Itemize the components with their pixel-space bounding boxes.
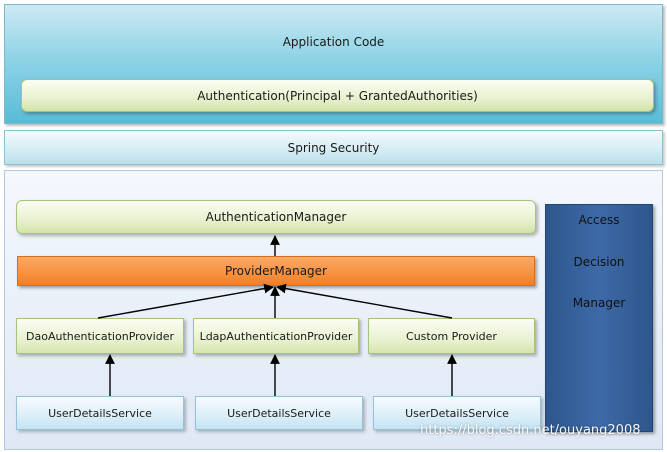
application-code-label: Application Code [282, 35, 385, 49]
arrow-dao-provider-to-provider-manager [97, 283, 274, 319]
access-decision-manager-line1: Access [578, 213, 620, 227]
dao-authentication-provider-box: DaoAuthenticationProvider [16, 318, 184, 354]
authentication-box: Authentication(Principal + GrantedAuthor… [21, 79, 654, 112]
access-decision-manager-box: Access Decision Manager [545, 204, 653, 432]
user-details-service-box-dao: UserDetailsService [16, 396, 184, 430]
spring-security-layer: Spring Security [4, 130, 663, 165]
user-details-service-box-ldap: UserDetailsService [195, 396, 363, 430]
spring-security-label: Spring Security [287, 140, 380, 155]
user-details-service-box-custom: UserDetailsService [373, 396, 541, 430]
arrow-custom-provider-to-provider-manager [276, 283, 453, 319]
access-decision-manager-line2: Decision [573, 255, 625, 269]
watermark-text: https://blog.csdn.net/ouyang2008 [420, 423, 641, 438]
access-decision-manager-line3: Manager [572, 296, 626, 310]
authentication-manager-box: AuthenticationManager [16, 200, 536, 234]
ldap-authentication-provider-box: LdapAuthenticationProvider [193, 318, 359, 354]
provider-manager-box: ProviderManager [17, 256, 535, 286]
